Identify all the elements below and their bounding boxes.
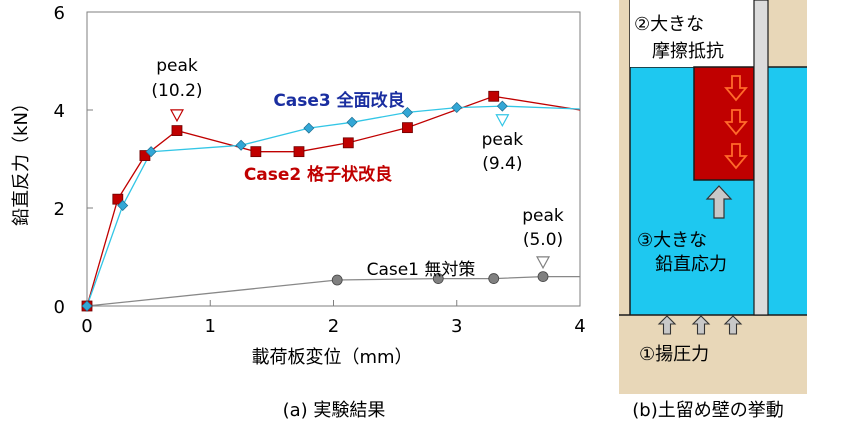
series-markers	[81, 90, 549, 312]
down-arrow	[724, 109, 748, 136]
peak-annotations: peak (10.2) peak (9.4) peak (5.0)	[151, 56, 564, 270]
label-friction-line2: 摩擦抵抗	[652, 41, 724, 62]
peak-marker	[536, 256, 551, 270]
up-arrow	[657, 315, 677, 335]
retaining-wall	[753, 0, 769, 316]
data-point-case2	[488, 90, 500, 102]
data-point-case1	[488, 273, 500, 284]
data-point-case3	[235, 139, 247, 151]
data-point-case3	[117, 200, 129, 212]
down-arrow	[724, 143, 748, 170]
series-line-case3	[86, 105, 581, 307]
y-tick-labels: 0 2 4 6	[54, 3, 65, 318]
caption-a: (a) 実験結果	[283, 400, 386, 421]
up-arrow	[691, 315, 711, 335]
y-tick-label: 6	[54, 3, 65, 24]
diagram-b: ②大きな 摩擦抵抗 ③大きな 鉛直応力 ①揚圧力 (b)土留め壁の挙動	[619, 0, 807, 421]
label-vertical-line1: ③大きな	[637, 230, 707, 251]
x-tick-label: 2	[328, 316, 339, 337]
y-tick-label: 0	[54, 297, 65, 318]
series-line-case2	[86, 95, 581, 307]
x-tick-label: 3	[451, 316, 462, 337]
data-point-case3	[496, 100, 508, 112]
up-arrow	[705, 185, 733, 219]
peak-marker	[495, 114, 510, 128]
data-point-case2	[402, 122, 413, 134]
data-point-case3	[346, 116, 358, 128]
y-tick-label: 2	[54, 199, 65, 220]
peak-label: peak	[156, 56, 198, 76]
label-friction-line1: ②大きな	[634, 14, 704, 35]
x-axis-label: 載荷板変位（mm）	[251, 347, 412, 368]
x-tick-label: 0	[81, 316, 92, 337]
data-point-case1	[537, 271, 549, 283]
peak-value: (5.0)	[523, 230, 563, 250]
excavation-space	[630, 0, 754, 67]
data-point-case3	[81, 300, 93, 312]
data-point-case1	[432, 273, 444, 284]
data-point-case2	[342, 137, 354, 149]
x-tick-labels: 0 1 2 3 4	[81, 316, 585, 337]
data-point-case2	[250, 146, 262, 158]
series-lines	[86, 95, 581, 307]
peak-label: peak	[482, 130, 524, 150]
legend-case3: Case3 全面改良	[273, 90, 404, 111]
peak-value: (9.4)	[482, 154, 522, 174]
data-point-case2	[293, 146, 305, 158]
x-tick-label: 1	[205, 316, 216, 337]
label-vertical-line2: 鉛直応力	[655, 254, 727, 275]
data-point-case2	[171, 125, 183, 136]
peak-marker	[169, 109, 184, 123]
up-arrow	[723, 315, 743, 335]
label-uplift: ①揚圧力	[639, 344, 709, 365]
legend-case2: Case2 格子状改良	[244, 164, 392, 185]
data-point-case2	[112, 193, 124, 205]
peak-value: (10.2)	[151, 81, 202, 101]
data-point-case1	[331, 274, 343, 286]
y-axis-label: 鉛直反力（kN）	[11, 94, 32, 226]
down-arrow	[724, 75, 748, 102]
data-point-case3	[401, 106, 413, 118]
y-tick-label: 4	[54, 101, 65, 122]
caption-b: (b)土留め壁の挙動	[632, 400, 783, 421]
data-point-case3	[303, 122, 315, 134]
series-line-case1	[86, 275, 580, 307]
data-point-case3	[145, 146, 157, 158]
x-tick-label: 4	[574, 316, 585, 337]
peak-label: peak	[522, 206, 564, 226]
data-point-case3	[451, 102, 463, 114]
legend-case1: Case1 無対策	[367, 260, 476, 280]
